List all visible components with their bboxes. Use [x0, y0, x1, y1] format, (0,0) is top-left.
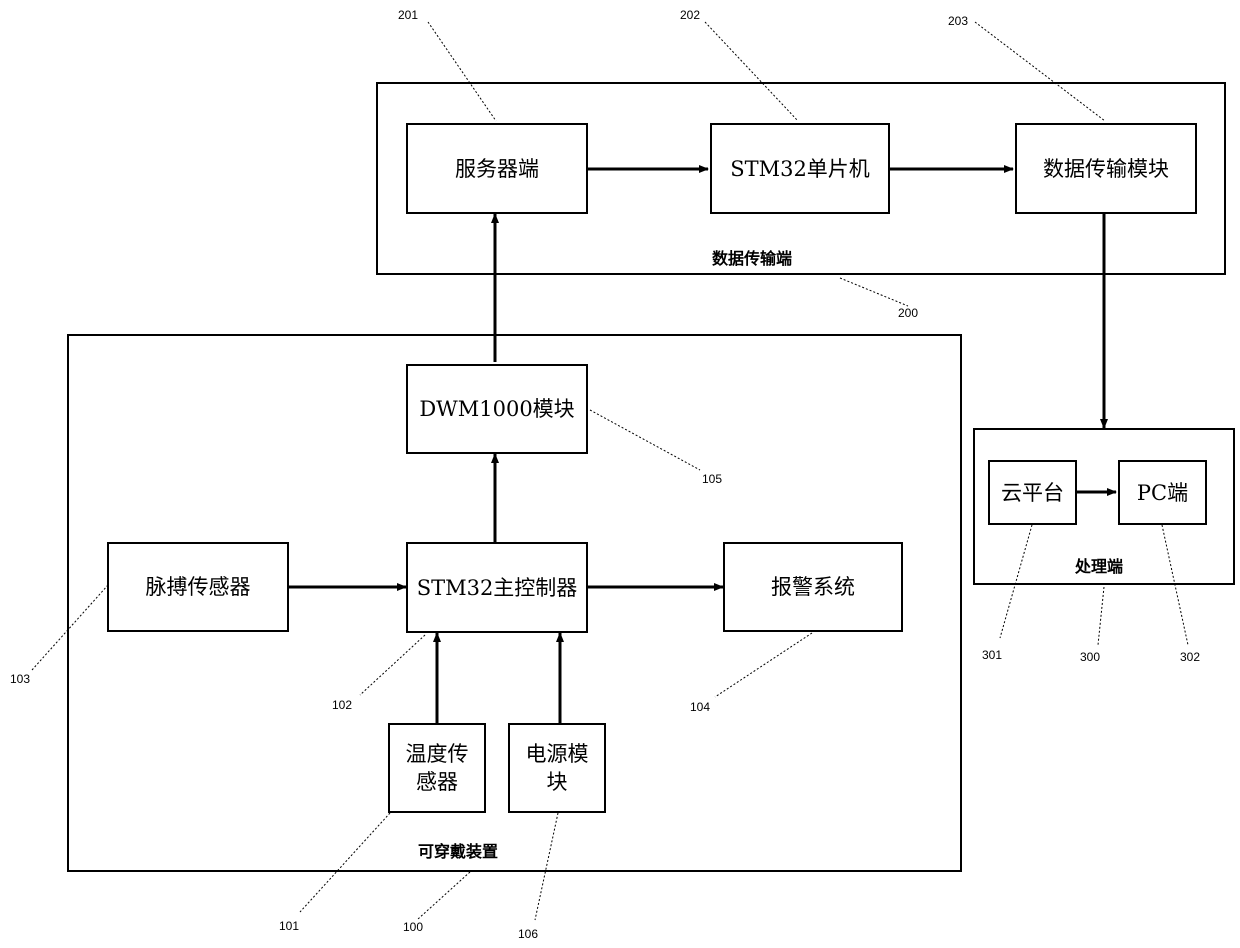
server-label: 服务器端 — [455, 155, 539, 183]
data-transmission-module-label: 数据传输模块 — [1043, 155, 1169, 183]
pc-box: PC端 — [1118, 460, 1207, 525]
ref-300: 300 — [1080, 650, 1100, 664]
power-module-box: 电源模 块 — [508, 723, 606, 813]
dwm1000-label: DWM1000模块 — [419, 395, 574, 423]
alarm-system-label: 报警系统 — [771, 573, 855, 601]
data-transmission-module-box: 数据传输模块 — [1015, 123, 1197, 214]
ref-203: 203 — [948, 14, 968, 28]
leader-106 — [535, 813, 558, 920]
pulse-sensor-label: 脉搏传感器 — [146, 573, 251, 601]
ref-301: 301 — [982, 648, 1002, 662]
leader-100 — [418, 872, 470, 919]
cloud-platform-box: 云平台 — [988, 460, 1077, 525]
leader-300 — [1098, 587, 1104, 645]
ref-201: 201 — [398, 8, 418, 22]
ref-101: 101 — [279, 919, 299, 933]
leader-101 — [300, 813, 390, 912]
ref-200: 200 — [898, 306, 918, 320]
ref-105: 105 — [702, 472, 722, 486]
ref-104: 104 — [690, 700, 710, 714]
power-module-label-line2: 块 — [547, 768, 568, 796]
alarm-system-box: 报警系统 — [723, 542, 903, 632]
processing-group-label: 处理端 — [1075, 553, 1123, 577]
leader-103 — [32, 585, 108, 670]
wearable-device-group-label: 可穿戴装置 — [418, 838, 498, 862]
ref-202: 202 — [680, 8, 700, 22]
power-module-label-line1: 电源模 — [526, 740, 589, 768]
ref-106: 106 — [518, 927, 538, 941]
temperature-sensor-box: 温度传 感器 — [388, 723, 486, 813]
leader-203 — [975, 22, 1105, 121]
leader-105 — [590, 410, 700, 470]
data-transmission-group-label: 数据传输端 — [712, 245, 792, 269]
pulse-sensor-box: 脉搏传感器 — [107, 542, 289, 632]
server-box: 服务器端 — [406, 123, 588, 214]
temperature-sensor-label-line1: 温度传 — [406, 740, 469, 768]
leader-202 — [705, 22, 798, 121]
leader-301 — [1000, 525, 1032, 638]
ref-302: 302 — [1180, 650, 1200, 664]
ref-103: 103 — [10, 672, 30, 686]
stm32-mcu-label: STM32单片机 — [730, 155, 870, 183]
leader-201 — [428, 22, 496, 121]
temperature-sensor-label-line2: 感器 — [416, 768, 458, 796]
leader-104 — [715, 633, 812, 697]
ref-100: 100 — [403, 920, 423, 934]
ref-102: 102 — [332, 698, 352, 712]
cloud-platform-label: 云平台 — [1001, 479, 1064, 507]
stm32-main-controller-box: STM32主控制器 — [406, 542, 588, 633]
stm32-mcu-box: STM32单片机 — [710, 123, 890, 214]
stm32-main-controller-label: STM32主控制器 — [417, 574, 578, 602]
pc-label: PC端 — [1137, 479, 1188, 507]
leader-200 — [840, 278, 908, 306]
dwm1000-box: DWM1000模块 — [406, 364, 588, 454]
leader-302 — [1162, 525, 1188, 645]
leader-102 — [360, 635, 425, 695]
